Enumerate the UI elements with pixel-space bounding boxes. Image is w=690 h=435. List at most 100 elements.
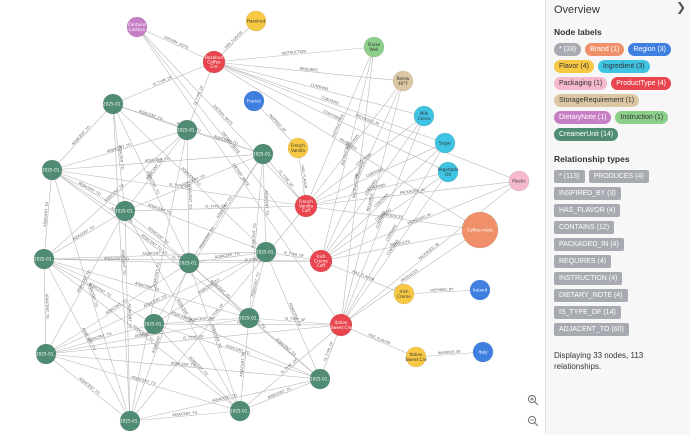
node-circle[interactable] bbox=[472, 341, 494, 363]
graph-edge[interactable] bbox=[124, 210, 241, 412]
graph-node-c9[interactable]: 2025-01.. bbox=[238, 307, 260, 329]
graph-edge[interactable] bbox=[51, 169, 267, 253]
graph-edge[interactable] bbox=[213, 61, 481, 231]
graph-edge[interactable] bbox=[129, 262, 190, 422]
graph-edge[interactable] bbox=[129, 129, 188, 422]
graph-edge[interactable] bbox=[320, 260, 405, 295]
node-circle[interactable] bbox=[392, 70, 414, 92]
graph-edge[interactable] bbox=[45, 317, 250, 355]
node-circle[interactable] bbox=[119, 410, 141, 432]
node-label-chip[interactable]: ProductType (4) bbox=[611, 77, 672, 90]
graph-edge[interactable] bbox=[43, 251, 267, 260]
graph-edge[interactable] bbox=[153, 317, 250, 325]
graph-edge[interactable] bbox=[43, 258, 190, 264]
graph-node-plastic[interactable]: Plastic bbox=[508, 170, 530, 192]
graph-edge[interactable] bbox=[340, 171, 449, 326]
relationship-type-chip[interactable]: INSPIRED_BY (3) bbox=[554, 187, 621, 200]
graph-edge[interactable] bbox=[320, 80, 404, 262]
graph-edge[interactable] bbox=[45, 323, 155, 355]
node-circle[interactable] bbox=[33, 248, 55, 270]
relationship-type-chip[interactable]: ADJACENT_TO (60) bbox=[554, 323, 629, 336]
node-circle[interactable] bbox=[114, 200, 136, 222]
graph-edge[interactable] bbox=[153, 251, 267, 325]
graph-edge[interactable] bbox=[112, 103, 267, 253]
relationship-type-chip[interactable]: PRODUCES (4) bbox=[588, 170, 649, 183]
graph-node-c4[interactable]: 2025-01.. bbox=[41, 159, 63, 181]
graph-edge[interactable] bbox=[43, 258, 131, 422]
graph-edge[interactable] bbox=[45, 353, 241, 412]
graph-node-c5[interactable]: 2025-01.. bbox=[114, 200, 136, 222]
graph-edge[interactable] bbox=[340, 180, 520, 326]
graph-edge[interactable] bbox=[153, 323, 241, 412]
graph-edge[interactable] bbox=[213, 46, 375, 63]
graph-edge[interactable] bbox=[136, 26, 307, 207]
graph-edge[interactable] bbox=[320, 229, 481, 262]
node-circle[interactable] bbox=[405, 346, 427, 368]
node-circle[interactable] bbox=[255, 241, 277, 263]
graph-node-c10[interactable]: 2025-01.. bbox=[143, 313, 165, 335]
graph-edge[interactable] bbox=[51, 103, 114, 171]
node-circle[interactable] bbox=[413, 105, 435, 127]
graph-edge[interactable] bbox=[43, 169, 53, 260]
graph-node-france[interactable]: France bbox=[243, 90, 265, 112]
graph-edge[interactable] bbox=[340, 80, 404, 326]
graph-node-c3[interactable]: 2025-01.. bbox=[252, 143, 274, 165]
graph-edge[interactable] bbox=[51, 169, 131, 422]
graph-edge[interactable] bbox=[305, 171, 449, 207]
node-label-chip[interactable]: Region (3) bbox=[628, 43, 671, 56]
graph-edge[interactable] bbox=[305, 180, 520, 207]
graph-edge[interactable] bbox=[43, 258, 250, 319]
node-circle[interactable] bbox=[143, 313, 165, 335]
graph-edge[interactable] bbox=[136, 26, 322, 262]
node-circle[interactable] bbox=[437, 161, 459, 183]
graph-edge[interactable] bbox=[320, 115, 425, 262]
relationship-type-chip[interactable]: IS_TYPE_OF (14) bbox=[554, 306, 621, 319]
graph-edge[interactable] bbox=[43, 258, 155, 325]
graph-edge[interactable] bbox=[188, 260, 322, 264]
node-circle[interactable] bbox=[102, 93, 124, 115]
graph-edge[interactable] bbox=[45, 251, 267, 355]
graph-edge[interactable] bbox=[248, 251, 267, 319]
graph-edge[interactable] bbox=[51, 153, 264, 171]
graph-edge[interactable] bbox=[340, 46, 375, 326]
graph-edge[interactable] bbox=[43, 258, 241, 412]
graph-node-c7[interactable]: 2025-01.. bbox=[178, 252, 200, 274]
graph-edge[interactable] bbox=[403, 289, 481, 295]
graph-edge[interactable] bbox=[188, 262, 241, 412]
graph-edge[interactable] bbox=[320, 142, 446, 262]
graph-edge[interactable] bbox=[124, 205, 307, 212]
graph-edge[interactable] bbox=[129, 205, 307, 422]
node-label-chip[interactable]: Ingredient (3) bbox=[597, 60, 650, 73]
graph-node-c1[interactable]: 2025-01.. bbox=[102, 93, 124, 115]
graph-edge[interactable] bbox=[112, 103, 126, 212]
graph-edge[interactable] bbox=[320, 46, 375, 262]
graph-edge[interactable] bbox=[45, 353, 131, 422]
graph-edge[interactable] bbox=[305, 115, 425, 207]
chevron-right-icon[interactable]: ❯ bbox=[675, 0, 686, 14]
graph-edge[interactable] bbox=[213, 61, 520, 182]
graph-edge[interactable] bbox=[45, 210, 126, 355]
graph-edge[interactable] bbox=[43, 258, 47, 355]
relationship-type-chip[interactable]: * (113) bbox=[554, 170, 585, 183]
graph-node-c2[interactable]: 2025-01.. bbox=[176, 119, 198, 141]
graph-node-c13[interactable]: 2025-01.. bbox=[229, 400, 251, 422]
node-circle[interactable] bbox=[434, 132, 456, 154]
node-circle[interactable] bbox=[329, 313, 353, 337]
relationship-type-chip[interactable]: INSTRUCTION (4) bbox=[554, 272, 623, 285]
node-circle[interactable] bbox=[41, 159, 63, 181]
graph-edge[interactable] bbox=[340, 115, 425, 326]
graph-node-hazelnut[interactable]: Hazelnut bbox=[245, 10, 267, 32]
graph-edge[interactable] bbox=[45, 353, 321, 380]
graph-edge[interactable] bbox=[340, 324, 417, 358]
graph-node-ireland[interactable]: Ireland bbox=[469, 279, 491, 301]
graph-edge[interactable] bbox=[186, 61, 215, 131]
graph-edge[interactable] bbox=[320, 180, 520, 262]
graph-node-coffeemate[interactable]: Coffee-mate bbox=[461, 211, 499, 249]
